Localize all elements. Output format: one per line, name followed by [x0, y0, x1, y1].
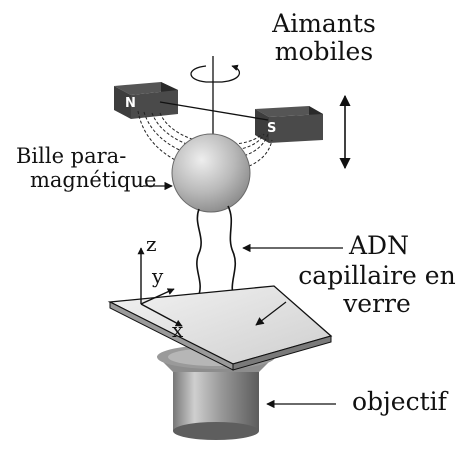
- capillary-label-line1: capillaire en: [298, 261, 456, 290]
- axis-y-label: y: [152, 264, 164, 288]
- magnets-label-line2: mobiles: [274, 37, 374, 66]
- paramagnetic-bead: [171, 133, 251, 213]
- south-magnet-label: S: [267, 121, 277, 136]
- capillary-label-line2: verre: [343, 289, 411, 318]
- magnet-connector: [159, 101, 269, 121]
- south-magnet: [255, 106, 323, 143]
- dna-label: ADN: [349, 231, 409, 260]
- rotation-arrow-icon: [190, 64, 241, 83]
- north-magnet: [114, 82, 178, 119]
- bead-label: Bille para- magnétique: [16, 144, 157, 192]
- bead-label-line2: magnétique: [30, 167, 157, 192]
- axis-z-label: z: [146, 232, 157, 256]
- glass-capillary: [107, 285, 333, 371]
- capillary-pointer-arrow: [255, 301, 287, 326]
- objective-label: objectif: [352, 387, 447, 416]
- north-magnet-label: N: [125, 96, 136, 111]
- capillary-label: capillaire en verre: [292, 262, 462, 318]
- magnets-label-line1: Aimants: [272, 9, 376, 38]
- bead-label-line1: Bille para-: [16, 144, 127, 168]
- coordinate-axes: [137, 247, 183, 327]
- axis-x-label: x: [172, 318, 184, 342]
- magnets-label: Aimants mobiles: [254, 10, 394, 66]
